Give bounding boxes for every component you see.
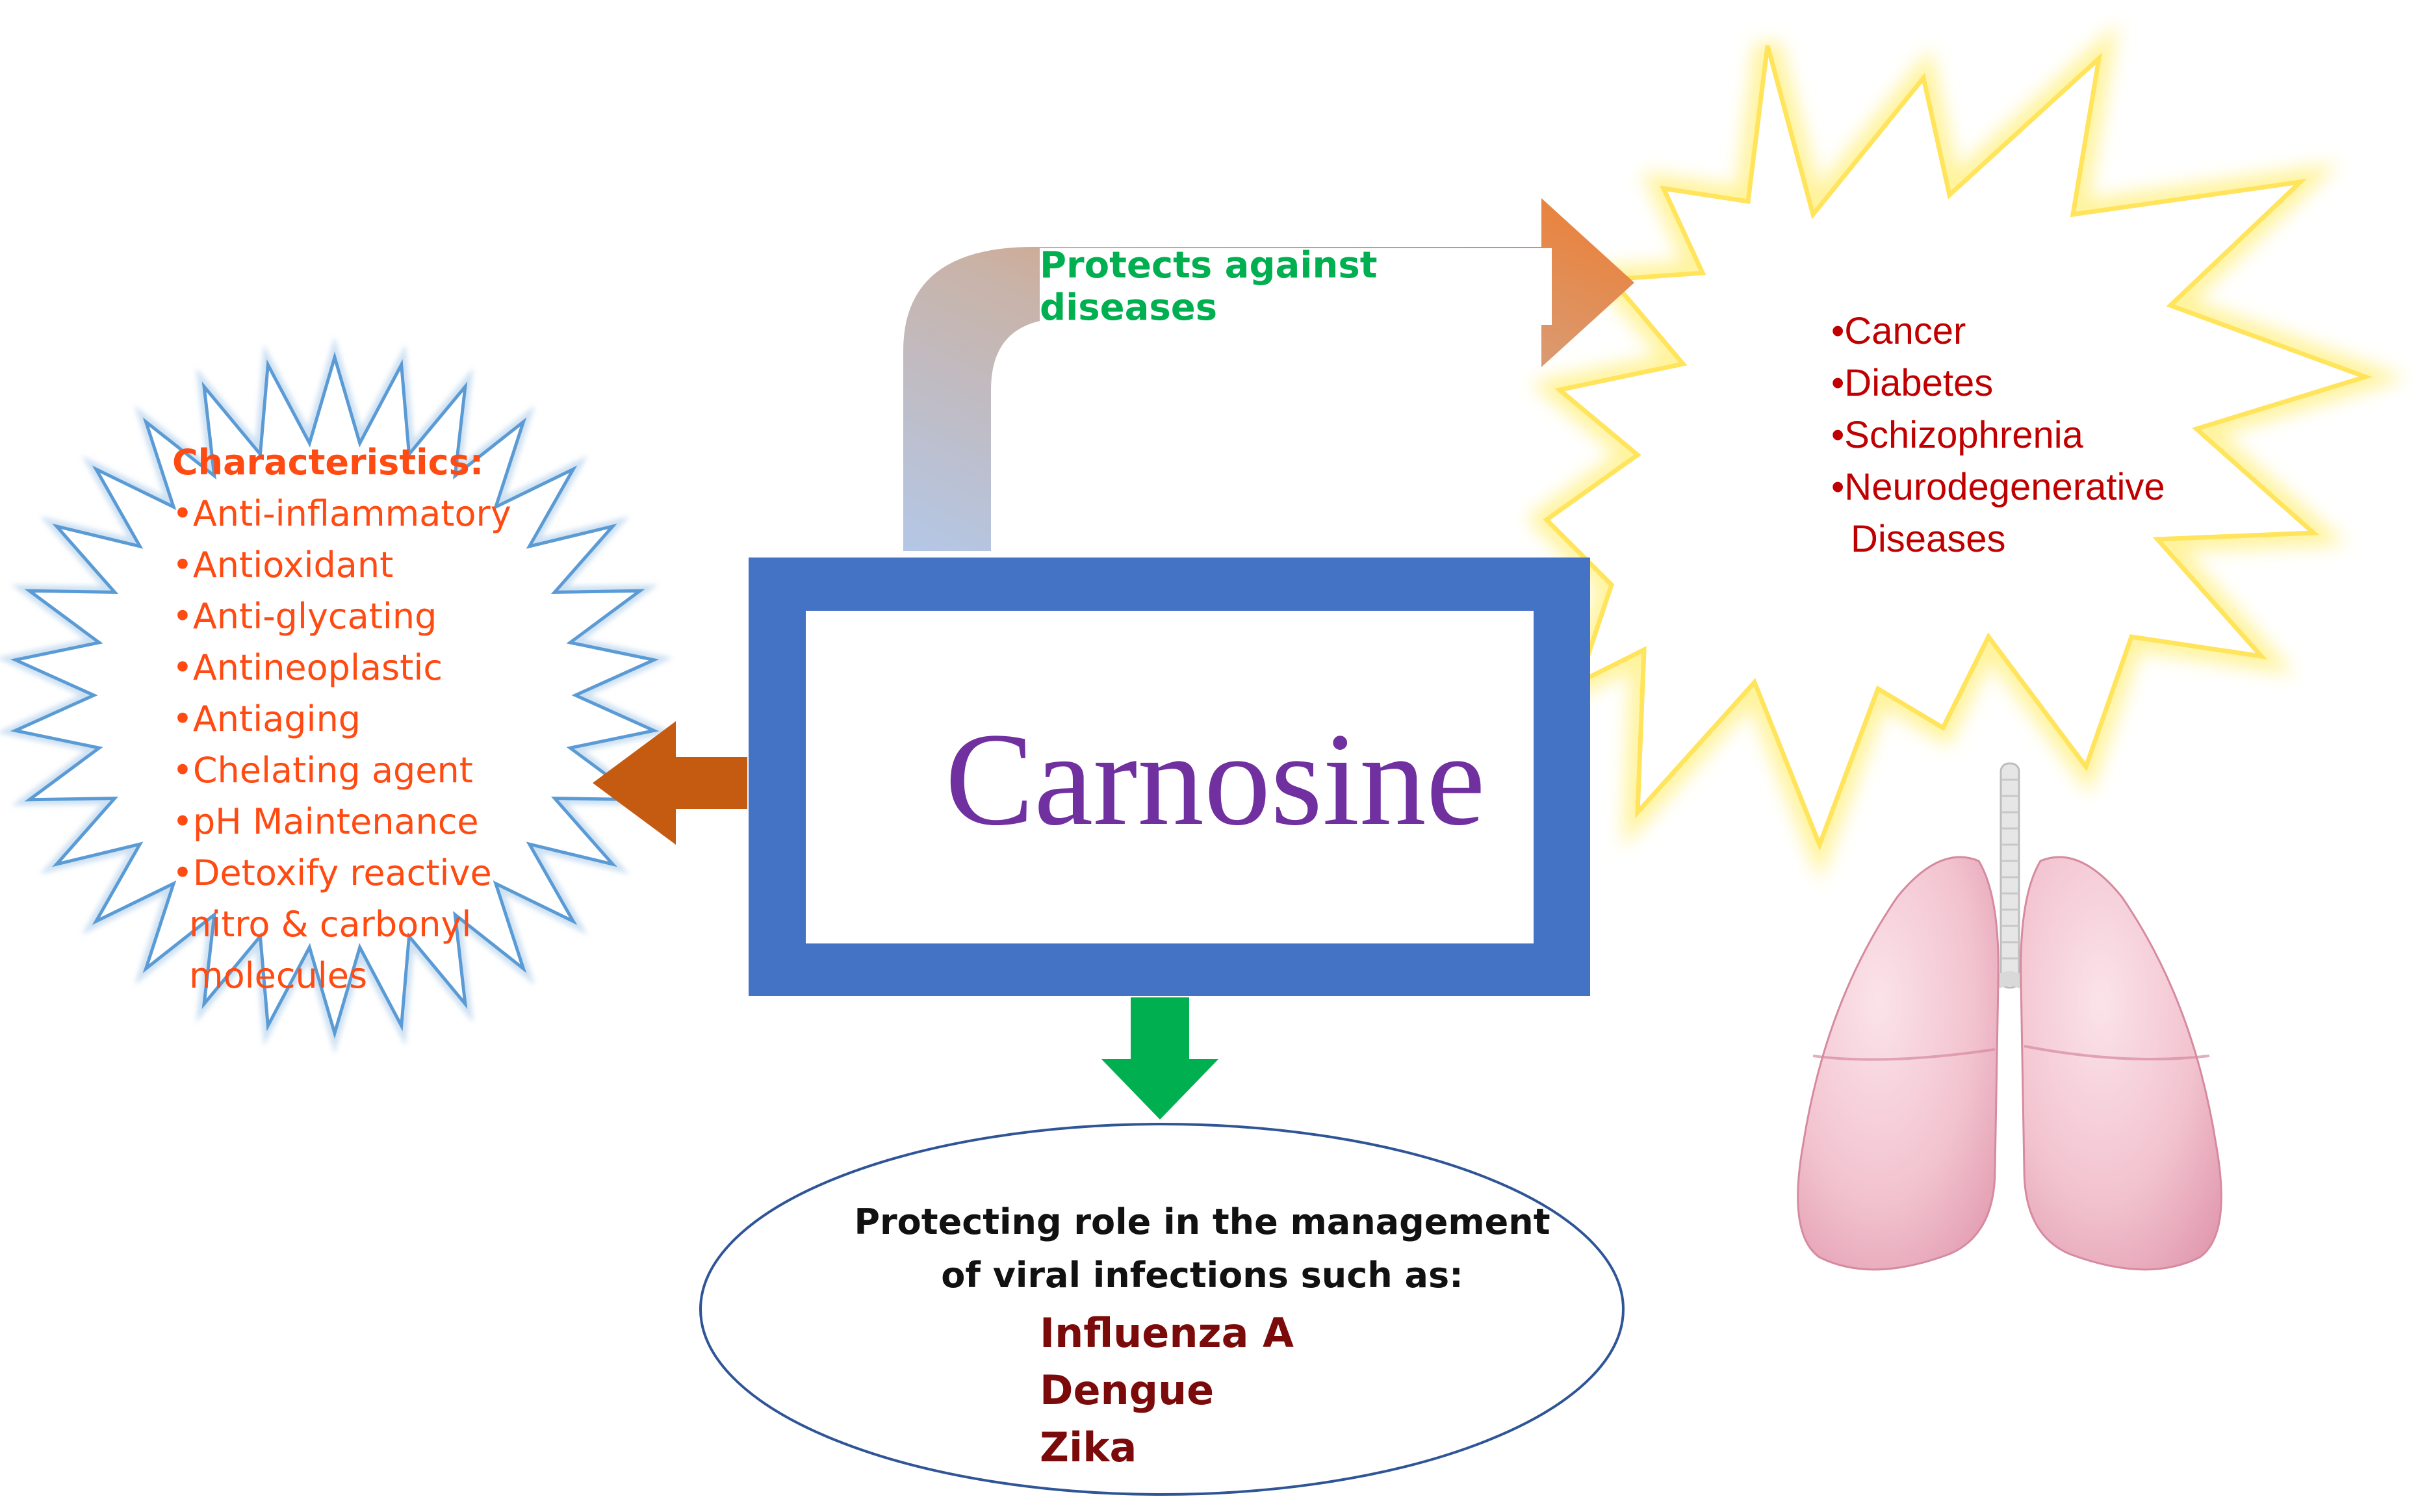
down-arrow: [1101, 997, 1218, 1120]
characteristic-item: •Anti-inflammatory: [172, 493, 511, 534]
characteristic-item: •Antioxidant: [172, 545, 394, 585]
viral-ellipse: [699, 1123, 1625, 1496]
viral-description: Protecting role in the management of vir…: [728, 1196, 1677, 1302]
starburst-blue-icon: [10, 352, 660, 1039]
starburst-yellow-glow-icon: [1543, 45, 2373, 851]
diseases-list: •Cancer •Diabetes •Schizophrenia •Neurod…: [1831, 305, 2165, 565]
characteristics-heading: Characteristics:: [172, 442, 484, 483]
characteristics-starburst: [0, 336, 673, 1055]
characteristic-item: nitro & carbonyl: [189, 904, 472, 945]
virus-list: Influenza A Dengue Zika: [1040, 1305, 1294, 1476]
diseases-starburst: [1526, 23, 2406, 881]
disease-item: •Diabetes: [1831, 362, 1994, 404]
carnosine-title: Carnosine: [945, 706, 1486, 853]
viral-line-2: of viral infections such as:: [941, 1255, 1463, 1296]
virus-item: Dengue: [1040, 1366, 1215, 1414]
disease-item: •Schizophrenia: [1831, 414, 2083, 456]
virus-item: Influenza A: [1040, 1309, 1294, 1357]
disease-item: •Cancer: [1831, 310, 1966, 352]
carnosine-box-inner: [806, 611, 1534, 943]
disease-item: Diseases: [1851, 518, 2006, 560]
characteristic-item: •Chelating agent: [172, 750, 473, 791]
arrow-label-box: [1040, 248, 1552, 325]
characteristic-item: molecules: [189, 955, 368, 996]
characteristic-item: •Antiaging: [172, 698, 361, 739]
left-arrow: [593, 721, 747, 845]
arrow-label: Protects against diseases: [1040, 244, 1378, 329]
characteristic-item: •Anti-glycating: [172, 596, 437, 637]
disease-item: •Neurodegenerative: [1831, 466, 2165, 508]
characteristic-item: •Antineoplastic: [172, 647, 443, 688]
characteristics-list: Characteristics: •Anti-inflammatory •Ant…: [172, 437, 511, 1001]
lungs-illustration-icon: [1797, 762, 2222, 1271]
characteristic-item: •Detoxify reactive: [172, 852, 492, 893]
virus-item: Zika: [1040, 1424, 1137, 1471]
characteristic-item: •pH Maintenance: [172, 801, 479, 842]
viral-line-1: Protecting role in the management: [854, 1201, 1550, 1242]
